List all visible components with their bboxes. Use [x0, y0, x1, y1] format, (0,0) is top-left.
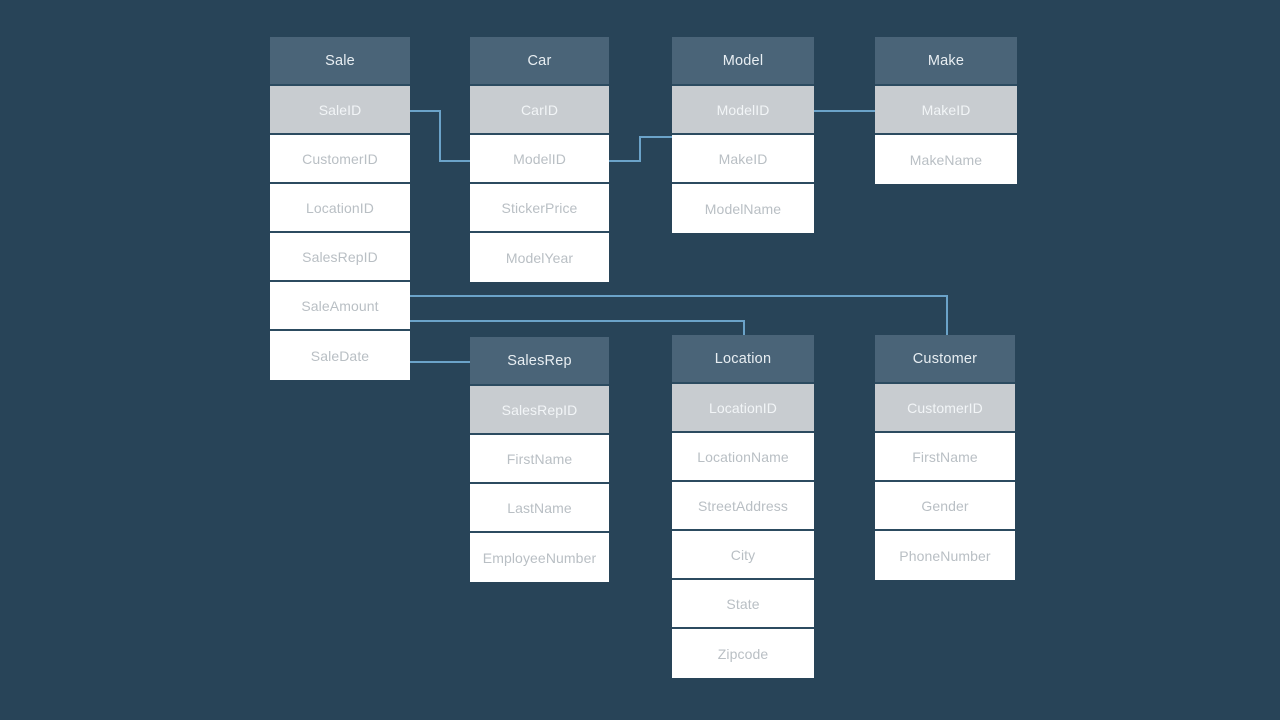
field-city[interactable]: City [672, 531, 814, 580]
field-employeenumber[interactable]: EmployeeNumber [470, 533, 609, 582]
field-modelname[interactable]: ModelName [672, 184, 814, 233]
field-stickerprice[interactable]: StickerPrice [470, 184, 609, 233]
field-firstname[interactable]: FirstName [875, 433, 1015, 482]
relationship-line-sale-to-location [410, 320, 745, 335]
primary-key-field-carid[interactable]: CarID [470, 86, 609, 135]
entity-title-car: Car [470, 37, 609, 86]
primary-key-field-locationid[interactable]: LocationID [672, 384, 814, 433]
field-state[interactable]: State [672, 580, 814, 629]
field-locationname[interactable]: LocationName [672, 433, 814, 482]
entity-title-salesrep: SalesRep [470, 337, 609, 386]
field-customerid[interactable]: CustomerID [270, 135, 410, 184]
entity-title-customer: Customer [875, 335, 1015, 384]
field-makename[interactable]: MakeName [875, 135, 1017, 184]
primary-key-field-modelid[interactable]: ModelID [672, 86, 814, 135]
field-salesrepid[interactable]: SalesRepID [270, 233, 410, 282]
field-streetaddress[interactable]: StreetAddress [672, 482, 814, 531]
field-lastname[interactable]: LastName [470, 484, 609, 533]
primary-key-field-salesrepid[interactable]: SalesRepID [470, 386, 609, 435]
entity-title-make: Make [875, 37, 1017, 86]
field-modelyear[interactable]: ModelYear [470, 233, 609, 282]
entity-title-location: Location [672, 335, 814, 384]
field-modelid[interactable]: ModelID [470, 135, 609, 184]
primary-key-field-saleid[interactable]: SaleID [270, 86, 410, 135]
relationship-line-car-to-model [609, 136, 672, 162]
primary-key-field-makeid[interactable]: MakeID [875, 86, 1017, 135]
field-gender[interactable]: Gender [875, 482, 1015, 531]
field-firstname[interactable]: FirstName [470, 435, 609, 484]
field-locationid[interactable]: LocationID [270, 184, 410, 233]
field-saledate[interactable]: SaleDate [270, 331, 410, 380]
field-saleamount[interactable]: SaleAmount [270, 282, 410, 331]
primary-key-field-customerid[interactable]: CustomerID [875, 384, 1015, 433]
field-zipcode[interactable]: Zipcode [672, 629, 814, 678]
relationship-line-sale-to-car [410, 110, 470, 162]
field-phonenumber[interactable]: PhoneNumber [875, 531, 1015, 580]
entity-title-sale: Sale [270, 37, 410, 86]
field-makeid[interactable]: MakeID [672, 135, 814, 184]
entity-title-model: Model [672, 37, 814, 86]
relationship-line-sale-to-customer [410, 295, 948, 335]
